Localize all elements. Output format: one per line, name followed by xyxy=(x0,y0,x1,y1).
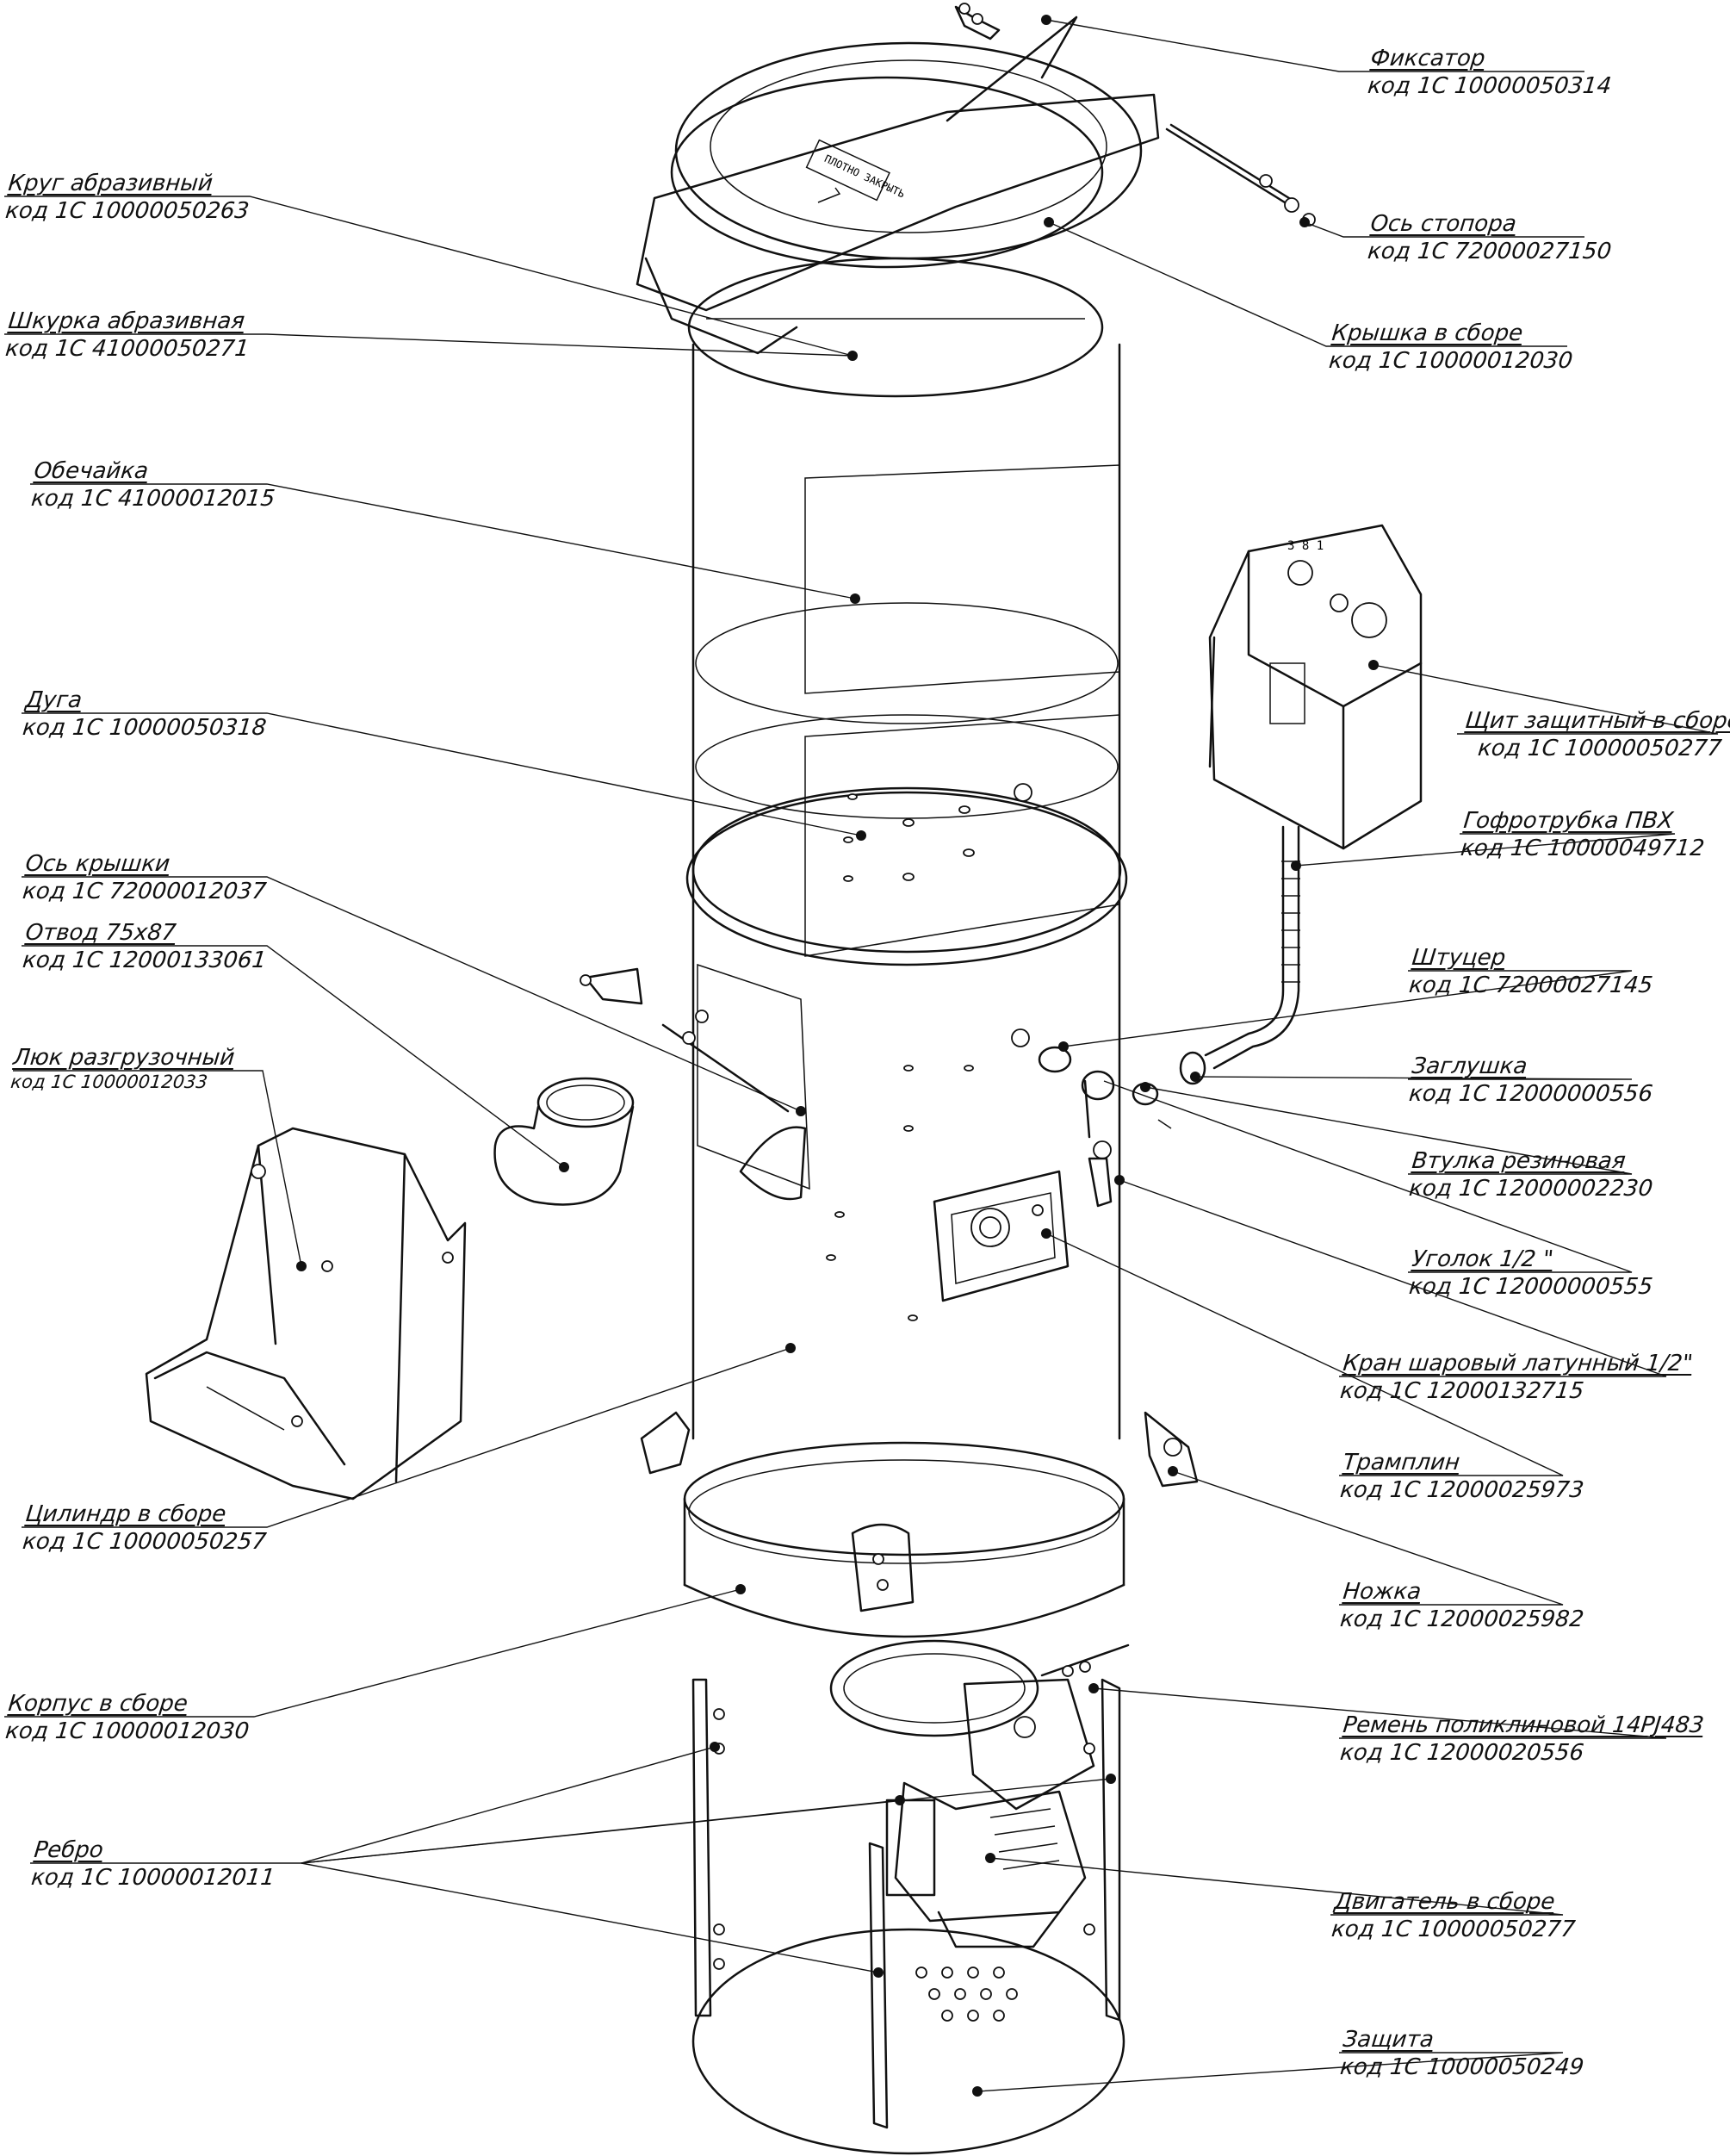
callout-remen: Ремень поликлиновой 14PJ483 код 1С 12000… xyxy=(1339,1712,1706,1767)
callout-name: Гофротрубка ПВХ xyxy=(1462,808,1675,834)
callout-name: Заглушка xyxy=(1411,1053,1528,1079)
callout-lyuk: Люк разгрузочный код 1С 10000012033 xyxy=(9,1045,236,1094)
callout-code: код 1С 72000027145 xyxy=(1407,972,1654,998)
stopper-axle xyxy=(1165,123,1316,227)
corrugated-hose xyxy=(1204,825,1300,1070)
callout-code: код 1С 12000000555 xyxy=(1407,1274,1654,1300)
callout-code: код 1С 72000027150 xyxy=(1366,239,1613,264)
callout-rebro: Ребро код 1С 10000012011 xyxy=(30,1836,280,1892)
lid-plate-text: ПЛОТНО ЗАКРЫТЬ xyxy=(822,152,907,200)
callout-shkurka: Шкурка абразивная код 1С 41000050271 xyxy=(4,308,254,363)
callout-name: Штуцер xyxy=(1411,945,1507,971)
callout-vtulka: Втулка резиновая код 1С 12000002230 xyxy=(1408,1147,1658,1202)
leader-lines xyxy=(4,19,1719,2092)
callout-code: код 1С 10000050263 xyxy=(3,198,251,224)
belt-and-motor xyxy=(829,1639,1130,1948)
elbow-75x87 xyxy=(493,1077,635,1206)
callout-name: Защита xyxy=(1342,2027,1435,2053)
callout-code: код 1С 10000050257 xyxy=(21,1529,268,1555)
callout-nozhka: Ножка код 1С 12000025982 xyxy=(1339,1578,1589,1633)
callout-name: Корпус в сборе xyxy=(7,1691,189,1717)
callout-cilindr: Цилиндр в сборе код 1С 10000050257 xyxy=(22,1501,271,1556)
protective-panel: 3 8 1 xyxy=(1208,524,1423,850)
callout-name: Фиксатор xyxy=(1369,46,1487,71)
callout-korpus: Корпус в сборе код 1С 10000012030 xyxy=(4,1690,254,1745)
tramplin-part xyxy=(933,1170,1070,1302)
callout-code: код 1С 12000002230 xyxy=(1407,1176,1654,1202)
callout-shtucer: Штуцер код 1С 72000027145 xyxy=(1408,944,1658,999)
callout-code: код 1С 41000012015 xyxy=(29,486,276,512)
callout-name: Трамплин xyxy=(1342,1450,1461,1476)
callout-code: код 1С 12000000556 xyxy=(1407,1081,1654,1107)
callout-kryshka: Крышка в сборе код 1С 10000012030 xyxy=(1328,320,1578,375)
callout-name: Обечайка xyxy=(33,458,150,484)
callout-kran: Кран шаровый латунный 1/2" код 1С 120001… xyxy=(1339,1350,1695,1405)
callout-code: код 1С 10000012030 xyxy=(3,1718,251,1744)
leader-dots xyxy=(296,15,1379,2097)
callout-name: Ребро xyxy=(33,1837,105,1863)
callout-code: код 1С 10000050277 xyxy=(1476,736,1723,761)
callout-name: Ось крышки xyxy=(24,851,171,877)
callout-code: код 1С 10000050249 xyxy=(1338,2054,1585,2080)
ribs xyxy=(691,1678,1121,2129)
callout-ugolok: Уголок 1/2 " код 1С 12000000555 xyxy=(1408,1246,1658,1301)
callout-code: код 1С 12000132715 xyxy=(1338,1378,1585,1404)
callout-name: Отвод 75х87 xyxy=(24,920,177,946)
callout-code: код 1С 10000049712 xyxy=(1459,836,1706,861)
callout-obechaika: Обечайка код 1С 41000012015 xyxy=(30,457,280,513)
callout-shchit: Щит защитный в сборе код 1С 10000050277 xyxy=(1461,707,1730,762)
callout-zaglushka: Заглушка код 1С 12000000556 xyxy=(1408,1053,1658,1108)
callout-name: Круг абразивный xyxy=(7,171,214,196)
callout-zashchita: Защита код 1С 10000050249 xyxy=(1339,2026,1589,2081)
fixator xyxy=(954,3,1001,40)
callout-code: код 1С 10000050314 xyxy=(1366,73,1613,99)
callout-code: код 1С 12000133061 xyxy=(21,948,268,973)
callout-name: Дуга xyxy=(24,687,84,713)
callout-name: Ножка xyxy=(1342,1579,1423,1605)
callout-name: Щит защитный в сборе xyxy=(1464,708,1730,734)
callout-code: код 1С 72000012037 xyxy=(21,879,268,904)
callout-dvigatel: Двигатель в сборе код 1С 10000050277 xyxy=(1330,1888,1580,1943)
lid-assembly: ПЛОТНО ЗАКРЫТЬ xyxy=(636,16,1160,398)
callout-code: код 1С 12000025982 xyxy=(1338,1606,1585,1632)
protection-disc xyxy=(691,1928,1125,2155)
callout-code: код 1С 41000050271 xyxy=(3,336,251,362)
callout-code: код 1С 12000020556 xyxy=(1338,1740,1585,1766)
callout-code: код 1С 10000050318 xyxy=(21,715,268,741)
callout-name: Уголок 1/2 " xyxy=(1411,1246,1555,1272)
callout-name: Кран шаровый латунный 1/2" xyxy=(1342,1351,1695,1376)
callout-tramplin: Трамплин код 1С 12000025973 xyxy=(1339,1449,1589,1504)
callout-code: код 1С 10000012033 xyxy=(9,1072,209,1092)
callout-os-kryshki: Ось крышки код 1С 72000012037 xyxy=(22,850,271,905)
callout-code: код 1С 12000025973 xyxy=(1338,1477,1585,1503)
callout-name: Ремень поликлиновой 14PJ483 xyxy=(1342,1712,1706,1738)
callout-code: код 1С 10000012011 xyxy=(29,1865,276,1891)
callout-krug: Круг абразивный код 1С 10000050263 xyxy=(4,170,254,225)
callout-name: Крышка в сборе xyxy=(1330,320,1524,346)
callout-name: Люк разгрузочный xyxy=(11,1045,236,1071)
callout-name: Шкурка абразивная xyxy=(7,308,246,334)
callout-name: Двигатель в сборе xyxy=(1333,1889,1557,1915)
fittings-cluster xyxy=(1038,1046,1206,1208)
cylinder-chute xyxy=(739,1126,807,1201)
panel-code-text: 3 8 1 xyxy=(1287,539,1324,553)
callout-name: Втулка резиновая xyxy=(1411,1148,1628,1174)
callout-code: код 1С 10000050277 xyxy=(1330,1917,1577,1942)
discharge-hatch xyxy=(145,1127,467,1501)
callout-name: Ось стопора xyxy=(1369,211,1518,237)
callout-fiksator: Фиксатор код 1С 10000050314 xyxy=(1367,45,1616,100)
callout-duga: Дуга код 1С 10000050318 xyxy=(22,687,271,742)
callout-os-stopora: Ось стопора код 1С 72000027150 xyxy=(1367,210,1616,265)
callout-gofrotrubka: Гофротрубка ПВХ код 1С 10000049712 xyxy=(1460,807,1709,862)
cylinder-shell xyxy=(683,343,1128,1638)
cylinder-legs xyxy=(640,1411,1199,1488)
callout-name: Цилиндр в сборе xyxy=(24,1501,227,1527)
callout-code: код 1С 10000012030 xyxy=(1327,348,1574,374)
callout-otvod: Отвод 75х87 код 1С 12000133061 xyxy=(22,919,271,974)
